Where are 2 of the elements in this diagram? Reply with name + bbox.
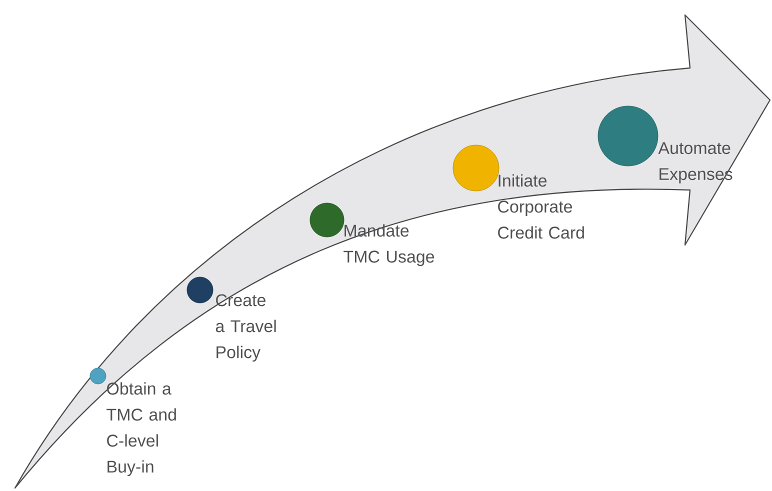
milestone-label: Obtain a TMC and C-level Buy-in: [106, 382, 176, 476]
milestone-label: Initiate Corporate Credit Card: [498, 174, 584, 239]
